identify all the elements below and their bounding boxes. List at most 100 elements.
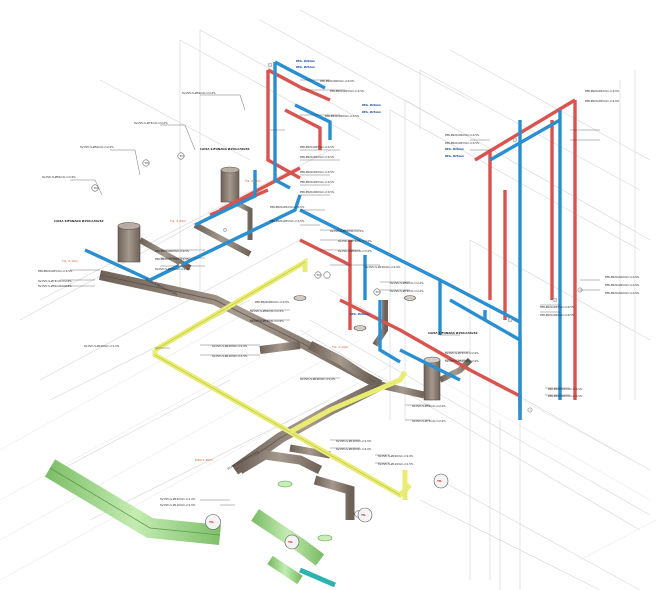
fittings [178, 62, 583, 413]
label-soil: SV-PVC-S-Ø110mm-i=1.5% [212, 353, 248, 358]
inspection-bubbles: TIL TIL TIL TIL [205, 473, 449, 550]
label-register: REG. Ø20mm [445, 146, 464, 151]
label-register: REG. Ø20mm [296, 58, 315, 63]
svg-text:TQ: TQ [92, 186, 98, 190]
label-soil: SV-PVC-S-Ø50mm-i=2.0% [338, 248, 372, 253]
label-floor-drain: CAIXA SIFONADA Ø150x150x50 [428, 330, 477, 335]
label-soil: SV-PVC-S-Ø75mm-i=2.0% [338, 238, 372, 243]
label-floor-drain: CAIXA SIFONADA Ø150x150x50 [200, 146, 249, 151]
label-water: PPR-PN20-Ø25mm-i=0.5% [585, 98, 620, 103]
height-labels: TIL. 2.45m TIL. 2.10m TIL. 2.45m TIL. 2.… [61, 179, 348, 462]
label-water: PPR-PN20-Ø20mm-i=0.5% [300, 189, 335, 194]
label-soil: SV-PVC-S-Ø75mm-i=2.0% [38, 278, 72, 283]
ring-marker [323, 271, 331, 279]
label-height: TIL. 2.45m [244, 179, 261, 183]
label-soil: SV-PVC-S-Ø100mm-i=2.0% [365, 264, 401, 269]
label-water: PPR-PN20-Ø20mm-i=0.5% [445, 132, 480, 137]
svg-text:TIL: TIL [361, 513, 366, 517]
label-water: PPR-PN20-Ø25mm-i=0.5% [155, 256, 190, 261]
label-water: PPR-PN20-Ø20mm-i=0.5% [300, 154, 335, 159]
label-water: PPR-PN20-Ø20mm-i=0.5% [325, 113, 360, 118]
svg-text:TQ: TQ [315, 273, 321, 277]
label-water: PPR-PN20-Ø25mm-i=0.5% [445, 140, 480, 145]
register-labels: REG. Ø20mm REG. Ø25mm REG. Ø20mm REG. Ø2… [296, 58, 464, 316]
label-water: PPR-PN20-Ø20mm-i=0.5% [255, 299, 290, 304]
ring-marker: TQ [373, 288, 381, 296]
label-soil: SV-PVC-S-Ø50mm-i=2.0% [38, 283, 72, 288]
label-soil: SV-PVC-S-Ø50mm-i=2.0% [80, 144, 114, 149]
label-soil: SV-PVC-S-Ø50mm-i=2.0% [330, 228, 364, 233]
label-soil: SV-PVC-S-Ø75mm-i=2.0% [134, 120, 168, 125]
label-main-drain: SV-PVC-S-Ø100mm-i=1.0% [84, 343, 120, 348]
label-soil: SV-PVC-S-Ø150mm-i=1.0% [160, 496, 196, 501]
label-soil: SV-PVC-S-Ø50mm-i=2.0% [250, 308, 284, 313]
label-soil: SV-PVC-S-Ø50mm-i=2.0% [42, 174, 76, 179]
label-water: PPR-PN20-Ø20mm-i=0.5% [155, 248, 190, 253]
label-soil: SV-PVC-S-Ø110mm-i=1.5% [160, 502, 196, 507]
label-register: REG. Ø25mm [296, 64, 315, 69]
soil-pipe-network [98, 150, 473, 585]
label-water: PPR-PN20-Ø32mm-i=0.5% [270, 204, 305, 209]
label-water: PPR-PN20-Ø25mm-i=0.5% [300, 144, 335, 149]
label-soil: SV-PVC-S-Ø75mm-i=2.0% [390, 288, 424, 293]
label-soil: SV-PVC-S-Ø75mm-i=2.0% [250, 318, 284, 323]
cold-water-pipe-network [84, 60, 562, 420]
label-water: PPR-PN20-Ø32mm-i=0.5% [548, 386, 583, 391]
ring-marker: TQ [142, 159, 150, 167]
svg-text:TQ: TQ [178, 154, 184, 158]
label-soil: SV-PVC-S-Ø100mm-i=2.0% [336, 446, 372, 451]
label-register: REG. Ø20mm [362, 102, 381, 107]
label-soil: SV-PVC-S-Ø100mm-i=2.0% [212, 343, 248, 348]
label-water: PPR-PN20-Ø20mm-i=0.5% [605, 290, 640, 295]
label-water: PPR-PN20-Ø20mm-i=0.5% [320, 78, 355, 83]
label-height: TIL. 2.45m [169, 219, 186, 223]
inspection-bubble: TIL [433, 473, 449, 489]
label-soil: SV-PVC-S-Ø100mm-i=2.0% [155, 266, 191, 271]
label-water: PPR-PN20-Ø32mm-i=0.5% [585, 88, 620, 93]
soil-labels: SV-PVC-S-Ø50mm-i=2.0% SV-PVC-S-Ø50mm-i=2… [38, 90, 479, 507]
label-soil: SV-PVC-S-Ø50mm-i=2.0% [412, 403, 446, 408]
inspection-bubble: TIL [205, 514, 221, 530]
label-register: REG. Ø20mm [350, 311, 369, 316]
ring-marker: TQ [177, 152, 185, 160]
water-labels: PPR-PN20-Ø20mm-i=0.5% PPR-PN20-Ø25mm-i=0… [38, 78, 640, 398]
label-soil: SV-PVC-S-Ø50mm-i=2.0% [445, 358, 479, 363]
label-height: TIL. 2.10m [331, 345, 348, 349]
svg-text:TQ: TQ [374, 290, 380, 294]
label-water: PPR-PN20-Ø25mm-i=0.5% [300, 179, 335, 184]
label-soil: SV-PVC-S-Ø110mm-i=1.5% [378, 461, 414, 466]
label-soil: SV-PVC-S-Ø50mm-i=2.0% [390, 280, 424, 285]
ring-marker: TQ [91, 184, 99, 192]
label-register: REG. Ø25mm [445, 153, 464, 158]
label-soil: SV-PVC-S-Ø100mm-i=2.0% [378, 453, 414, 458]
label-water: PPR-PN20-Ø25mm-i=0.5% [605, 282, 640, 287]
label-soil: SV-PVC-S-Ø100mm-i=2.0% [300, 376, 336, 381]
label-water: PPR-PN20-Ø25mm-i=0.5% [270, 218, 305, 223]
label-water: PPR-PN20-Ø25mm-i=0.5% [38, 268, 73, 273]
label-water: PPR-PN20-Ø20mm-i=0.5% [540, 312, 575, 317]
floor-lines [0, 299, 656, 581]
inspection-bubble: TIL [284, 534, 300, 550]
label-register: REG. Ø25mm [362, 109, 381, 114]
leader-lines [60, 79, 600, 506]
vent-pipe-network [44, 459, 336, 590]
gas-pipe-network [152, 257, 412, 500]
svg-text:TIL: TIL [209, 520, 214, 524]
label-floor: PISO 1.80m [195, 458, 213, 462]
ring-marker: TQ [314, 271, 322, 279]
label-water: PPR-PN20-Ø25mm-i=0.5% [540, 304, 575, 309]
label-water: PPR-PN20-Ø20mm-i=0.5% [605, 274, 640, 279]
label-soil: SV-PVC-S-Ø75mm-i=2.0% [445, 350, 479, 355]
inspection-bubble: TIL [357, 507, 373, 523]
svg-text:TIL: TIL [437, 479, 442, 483]
box-headers: CAIXA SIFONADA Ø150x150x50 CAIXA SIFONAD… [54, 146, 477, 335]
label-soil: SV-PVC-S-Ø50mm-i=2.0% [182, 90, 216, 95]
label-soil: SV-PVC-S-Ø75mm-i=2.0% [412, 418, 446, 423]
label-soil: SV-PVC-S-Ø110mm-i=1.5% [336, 438, 372, 443]
label-water: PPR-PN20-Ø25mm-i=0.5% [330, 88, 365, 93]
label-floor-drain: CAIXA SIFONADA Ø150x150x50 [54, 218, 103, 223]
label-water: PPR-PN20-Ø25mm-i=0.5% [548, 393, 583, 398]
svg-text:TIL: TIL [288, 540, 293, 544]
label-water: PPR-PN20-Ø32mm-i=0.5% [300, 169, 335, 174]
